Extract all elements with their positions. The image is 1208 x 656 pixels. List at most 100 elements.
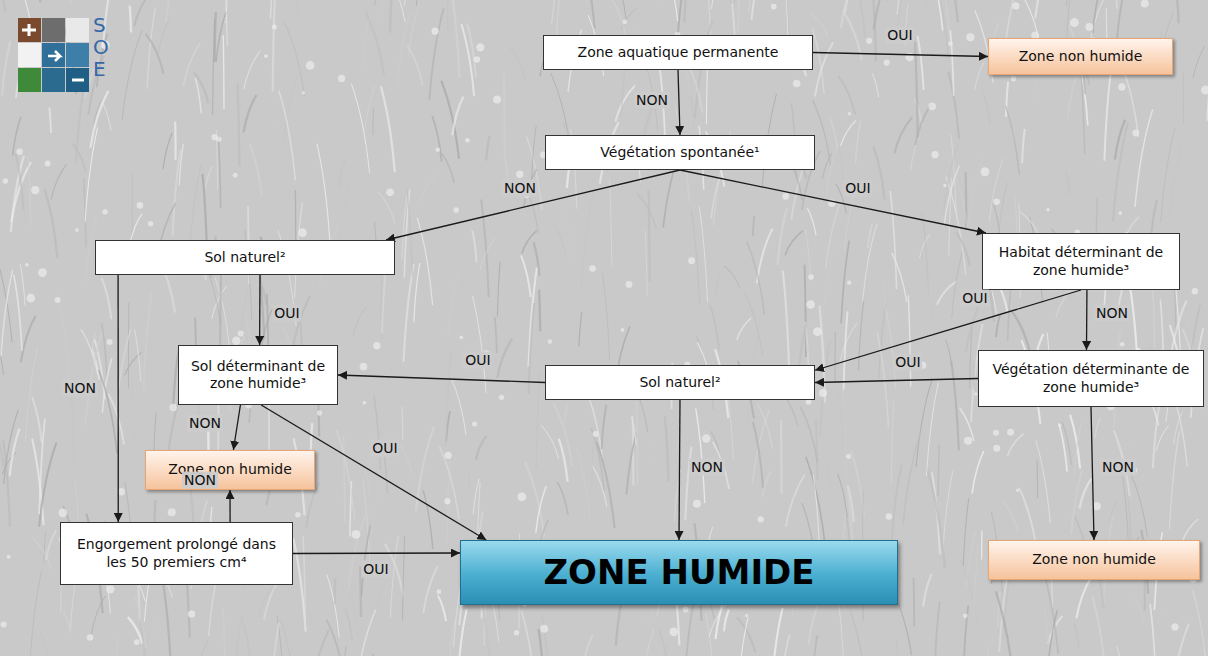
flower-dot [499,395,504,400]
grass-blade [371,483,381,553]
grass-blade [838,145,843,180]
grass-blade [539,290,540,332]
grass-blade [929,0,943,31]
grass-blade [216,12,226,62]
grass-blade [959,407,974,441]
flower-dot [702,434,710,442]
flower-dot [963,613,968,618]
flower-dot [848,112,851,115]
grass-blade [541,425,559,459]
grass-blade [205,166,212,188]
flower-dot [981,167,990,176]
grass-blade [1169,431,1179,529]
grass-blade [956,233,970,266]
grass-blade [887,0,896,3]
grass-blade [64,612,71,633]
grass-blade [843,11,862,60]
flower-dot [589,265,596,272]
grass-blade [363,17,369,66]
grass-blade [85,127,98,221]
grass-blade [440,447,459,519]
grass-blade [856,121,861,163]
grass-blade [665,416,669,481]
edge-label: OUI [463,352,492,369]
grass-blade [592,441,594,487]
grass-blade [810,13,828,38]
flower-dot [465,138,470,143]
flower-dot [363,401,367,405]
grass-blade [542,614,551,656]
grass-blade [741,482,743,504]
grass-blade [339,159,346,188]
grass-blade [944,166,959,226]
flower-dot [360,363,368,371]
grass-blade [128,0,142,1]
grass-blade [806,457,826,548]
grass-blade [163,133,172,169]
grass-blade [1096,197,1098,236]
logo-tiles [18,18,89,92]
grass-blade [785,231,803,256]
grass-blade [610,179,612,266]
grass-blade [473,479,479,515]
flower-dot [626,281,633,288]
grass-blade [1036,440,1051,523]
flower-dot [813,327,822,336]
grass-blade [429,8,443,100]
flower-dot [782,193,789,200]
grass-blade [1095,418,1101,439]
flower-dot [948,41,953,46]
grass-blade [402,196,407,260]
grass-blade [1193,590,1207,656]
grass-blade [1156,605,1162,654]
grass-blade [45,189,58,258]
grass-blade [244,51,260,89]
grass-blade [841,120,857,146]
grass-blade [378,192,394,223]
flower-dot [758,516,764,522]
flower-dot [993,430,999,436]
grass-blade [473,296,486,393]
decision-box: Sol naturel² [95,240,395,275]
grass-blade [950,30,953,96]
flower-dot [1118,83,1125,90]
grass-blade [267,294,268,349]
grass-blade [706,614,715,656]
grass-blade [552,0,569,24]
grass-blade [215,12,216,62]
grass-blade [158,20,169,55]
grass-blade [892,253,907,302]
grass-blade [1037,460,1038,498]
flower-dot [295,512,301,518]
grass-blade [28,156,31,225]
edge-label: NON [62,380,98,397]
grass-blade [450,0,460,77]
grass-blade [134,329,140,382]
flower-dot [928,103,936,111]
flower-dot [846,454,851,459]
decision-box: Végétation spontanée¹ [545,135,815,170]
grass-blade [140,11,144,110]
grass-blade [813,100,831,165]
grass-blade [612,0,626,37]
grass-blade [390,536,398,618]
grass-blade [445,352,451,446]
grass-blade [250,144,262,197]
grass-blade [913,578,915,627]
flower-dot [233,173,238,178]
grass-blade [343,435,345,522]
grass-blade [356,610,376,656]
grass-blade [576,448,589,517]
flower-dot [436,148,441,153]
grass-blade [102,102,111,130]
grass-blade [365,12,384,76]
logo-arrow [48,51,60,61]
grass-blade [1113,123,1128,221]
grass-blade [277,616,284,656]
grass-blade [587,393,602,459]
grass-blade [863,223,878,301]
grass-blade [738,0,742,33]
flower-dot [1070,18,1079,27]
grass-blade [14,275,22,351]
